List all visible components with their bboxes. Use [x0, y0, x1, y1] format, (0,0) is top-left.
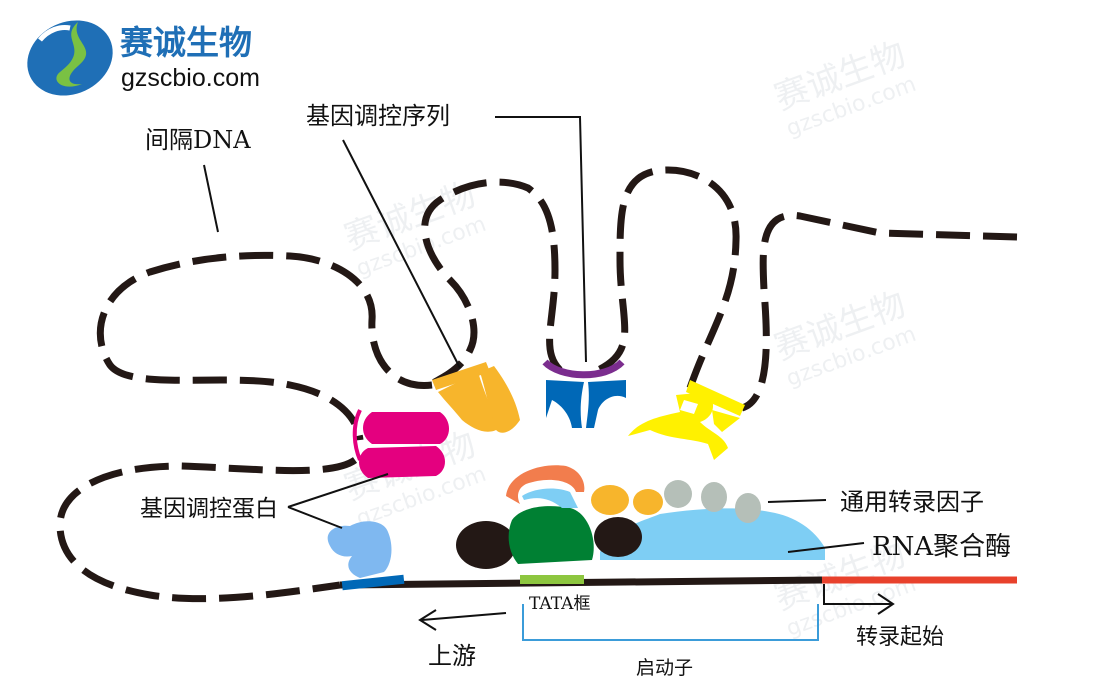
- upstream-site: [341, 574, 405, 591]
- label-regulatory-protein: 基因调控蛋白: [140, 496, 278, 522]
- general-tf-orange-1: [591, 485, 629, 515]
- label-regulatory-sequence: 基因调控序列: [306, 102, 450, 130]
- leader-lines: [203, 116, 865, 553]
- logo: 赛诚生物 gzscbio.com: [27, 20, 260, 96]
- general-tf-lightblue: [522, 488, 578, 508]
- general-tf-gray-2: [701, 482, 727, 512]
- general-tf-coral: [506, 465, 585, 504]
- logo-text-en: gzscbio.com: [121, 64, 260, 92]
- general-tf-dark-2: [594, 517, 642, 557]
- general-tf-green: [508, 506, 594, 564]
- label-spacer-dna: 间隔DNA: [145, 126, 251, 154]
- general-tf-gray-3: [735, 493, 761, 523]
- general-tf-orange-2: [633, 489, 663, 515]
- regulatory-protein-yellow: [628, 380, 745, 460]
- upstream-arrow: [418, 609, 507, 631]
- label-rna-polymerase: RNA聚合酶: [872, 532, 1011, 562]
- dna-strand-loops: [56, 166, 1018, 603]
- rna-polymerase: [600, 508, 825, 560]
- logo-mark-icon: [27, 20, 113, 96]
- label-general-tf: 通用转录因子: [840, 488, 984, 516]
- upstream-binding-protein: [327, 521, 392, 578]
- promoter-bracket: [522, 604, 819, 641]
- regulatory-sequence-site: [542, 359, 625, 379]
- regulatory-protein-blue: [542, 359, 626, 428]
- logo-text-cn: 赛诚生物: [120, 23, 252, 62]
- regulatory-protein-orange: [432, 362, 520, 433]
- label-tata-box: TATA框: [529, 594, 590, 614]
- transcription-complex: [456, 465, 825, 569]
- general-tf-dark-1: [456, 521, 516, 569]
- tx-start-arrow: [823, 584, 895, 615]
- regulatory-protein-magenta: [352, 409, 449, 478]
- label-upstream: 上游: [428, 642, 476, 670]
- label-tx-start: 转录起始: [856, 625, 944, 650]
- label-promoter: 启动子: [636, 657, 693, 679]
- logo-arc-icon: [38, 25, 71, 42]
- tata-box: [520, 575, 584, 584]
- logo-swoosh-icon: [56, 22, 87, 87]
- general-tf-gray-1: [664, 480, 692, 508]
